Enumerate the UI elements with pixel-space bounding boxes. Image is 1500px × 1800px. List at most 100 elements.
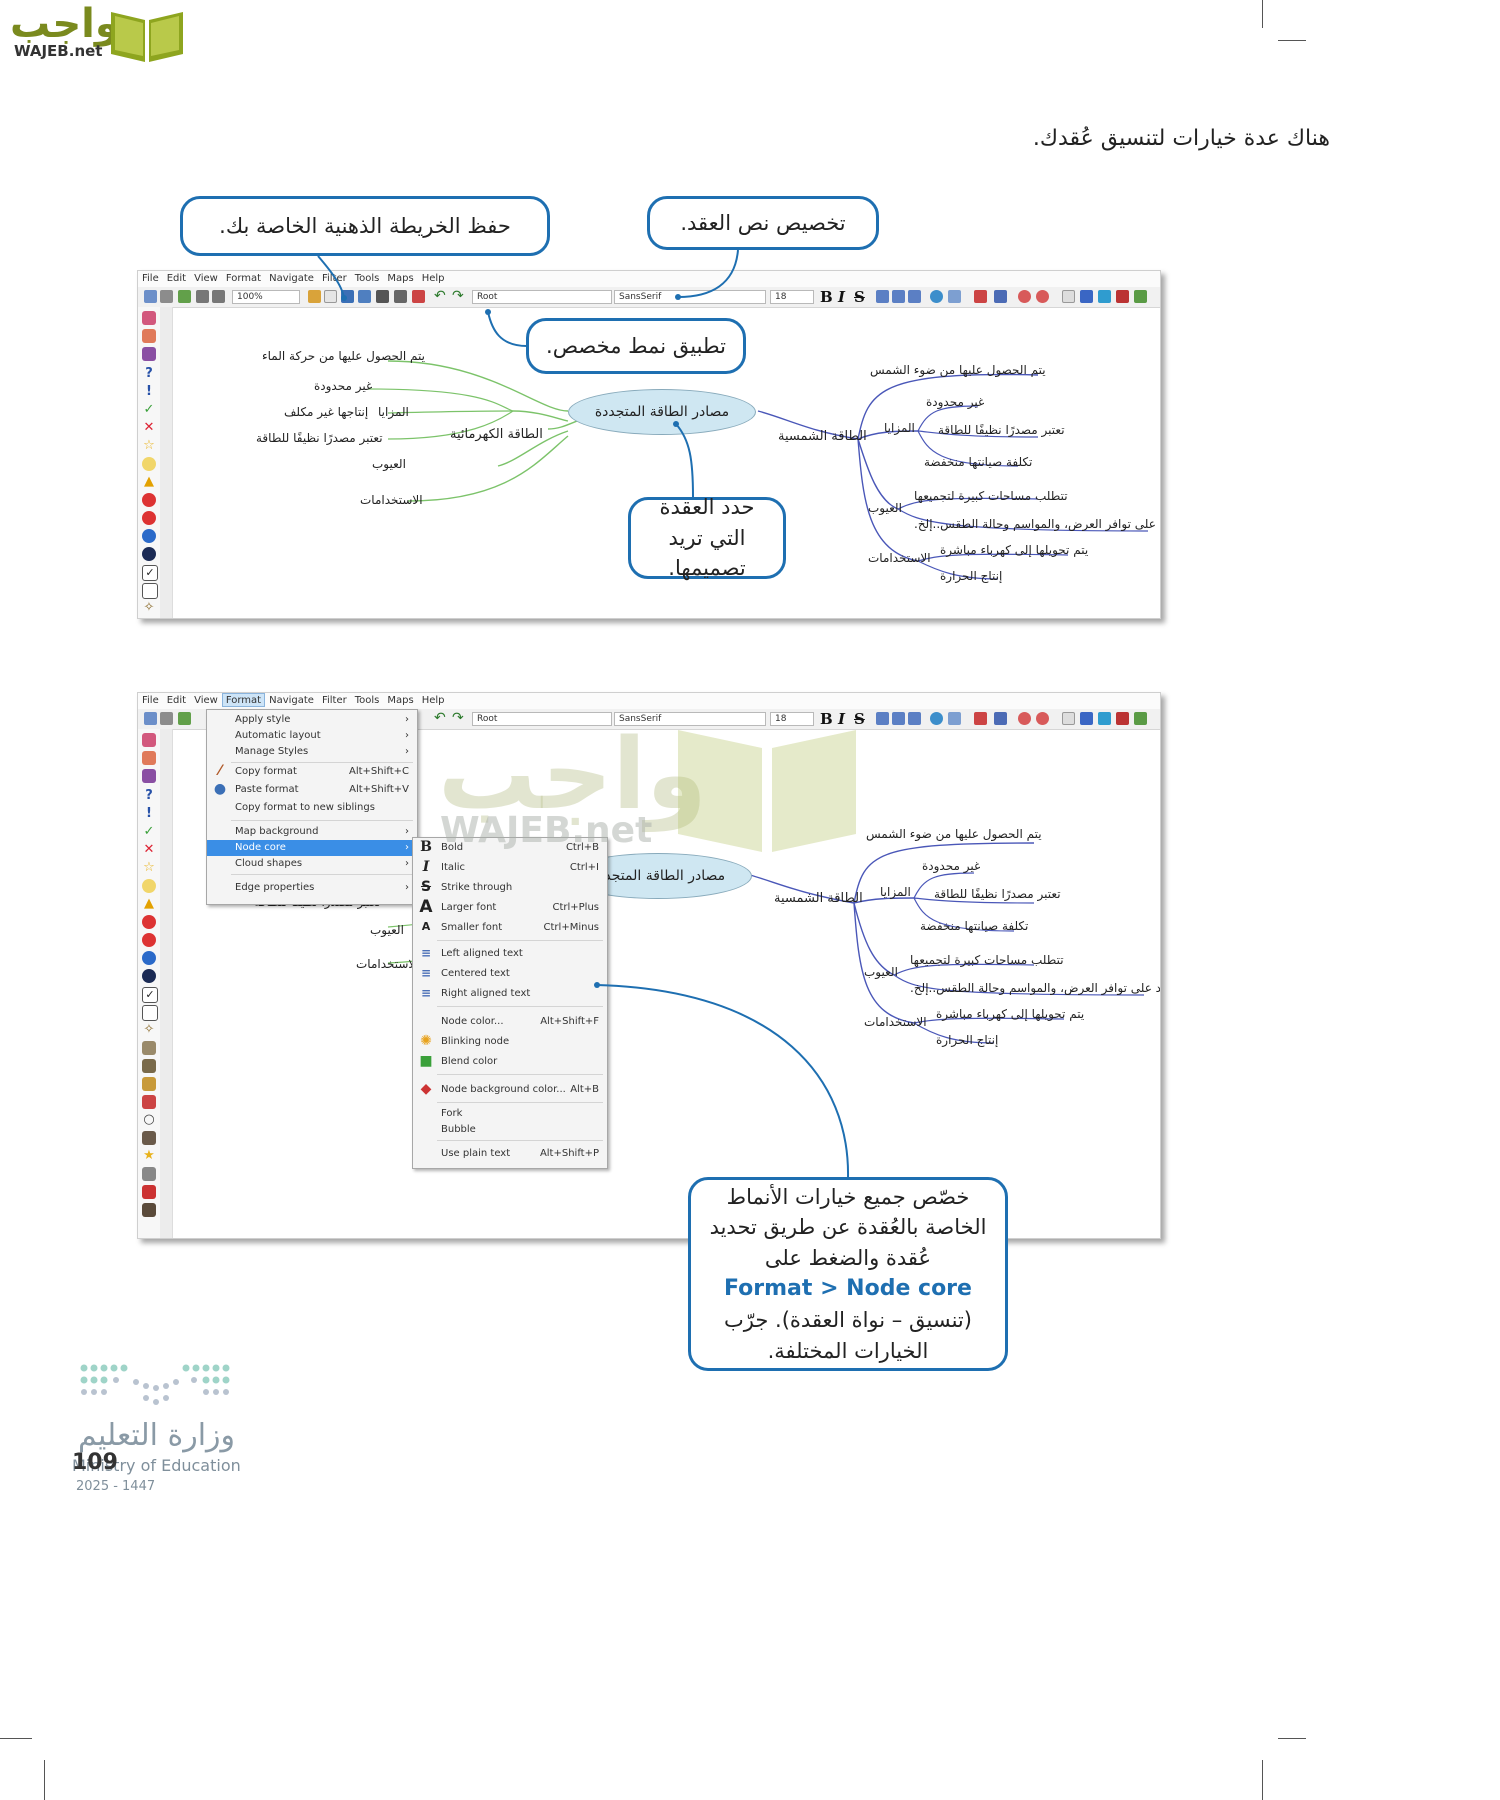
- menu-view[interactable]: View: [194, 695, 218, 706]
- font-family-select[interactable]: SansSerif: [614, 712, 766, 726]
- question-icon[interactable]: ?: [145, 366, 153, 381]
- toolbar-icon[interactable]: [212, 290, 225, 303]
- menu-item-centered[interactable]: ≡Centered text: [420, 966, 510, 980]
- style-select[interactable]: Root: [472, 290, 612, 304]
- flower-icon[interactable]: [142, 751, 156, 765]
- flower-icon[interactable]: [142, 311, 156, 325]
- gift-icon[interactable]: [142, 347, 156, 361]
- arrow-up-icon[interactable]: [1080, 290, 1093, 303]
- empty-box-icon[interactable]: [142, 583, 158, 599]
- menu-item-cloud-shapes[interactable]: Cloud shapes›: [207, 856, 417, 872]
- node-right-uses[interactable]: الاستخدامات: [864, 1015, 927, 1029]
- menu-navigate[interactable]: Navigate: [269, 273, 314, 284]
- add-child-icon[interactable]: [974, 290, 987, 303]
- menu-item-right-aligned[interactable]: ≡Right aligned text: [420, 986, 531, 1000]
- node-left-advantages[interactable]: المزايا: [378, 405, 409, 419]
- align-right-icon[interactable]: [908, 712, 921, 725]
- bulb-icon[interactable]: [142, 879, 156, 893]
- info-icon[interactable]: [142, 951, 156, 965]
- node-right-dis1[interactable]: تتطلب مساحات كبيرة لتجميعها: [914, 489, 1068, 503]
- circle-icon[interactable]: [142, 969, 156, 983]
- fold-icon[interactable]: [1018, 712, 1031, 725]
- vertical-scrollbar[interactable]: [160, 729, 173, 1238]
- node-left-disadvantages[interactable]: العيوب: [370, 923, 404, 937]
- navigate-forward-icon[interactable]: [160, 712, 173, 725]
- menu-item-apply-style[interactable]: Apply style›: [207, 712, 417, 728]
- edit-icon[interactable]: [1116, 290, 1129, 303]
- arrow-up-icon[interactable]: [1080, 712, 1093, 725]
- exclamation-icon[interactable]: !: [146, 384, 152, 399]
- star-icon[interactable]: ☆: [143, 860, 155, 875]
- filter-icon[interactable]: [1134, 712, 1147, 725]
- wand-icon[interactable]: ✧: [143, 600, 155, 615]
- menu-item-node-color[interactable]: Node color...Alt+Shift+F: [441, 1016, 599, 1027]
- node-right-advantages[interactable]: المزايا: [884, 421, 915, 435]
- vertical-scrollbar[interactable]: [160, 307, 173, 618]
- menu-item-blend-color[interactable]: ■Blend color: [419, 1053, 498, 1069]
- menu-filter[interactable]: Filter: [321, 695, 347, 706]
- undo-icon[interactable]: ↶: [434, 288, 446, 304]
- menu-navigate[interactable]: Navigate: [269, 695, 314, 706]
- music-icon[interactable]: [142, 1059, 156, 1073]
- align-left-icon[interactable]: [876, 290, 889, 303]
- star-icon[interactable]: ★: [143, 1148, 155, 1163]
- undo-icon[interactable]: ↶: [434, 710, 446, 726]
- menu-tools[interactable]: Tools: [354, 695, 380, 706]
- menu-item-left-aligned[interactable]: ≡Left aligned text: [420, 946, 523, 960]
- flower-icon[interactable]: [142, 733, 156, 747]
- align-center-icon[interactable]: [892, 290, 905, 303]
- italic-button[interactable]: I: [838, 288, 846, 306]
- connector-icon[interactable]: [948, 712, 961, 725]
- toolbar-icon[interactable]: [178, 712, 191, 725]
- pencil-icon[interactable]: [142, 1095, 156, 1109]
- connector-icon[interactable]: [948, 290, 961, 303]
- align-right-icon[interactable]: [908, 290, 921, 303]
- node-left-branch[interactable]: الطاقة الكهرمائية: [450, 427, 543, 442]
- arrow-down-icon[interactable]: [1098, 290, 1111, 303]
- stop-icon[interactable]: [142, 915, 156, 929]
- menu-item-copy-format-siblings[interactable]: Copy format to new siblings: [235, 802, 375, 813]
- menu-edit[interactable]: Edit: [166, 695, 187, 706]
- check-icon[interactable]: ✓: [143, 824, 155, 839]
- save-as-icon[interactable]: [358, 290, 371, 303]
- battery-icon[interactable]: [142, 1203, 156, 1217]
- menu-format[interactable]: Format: [221, 693, 266, 707]
- key-icon[interactable]: [142, 1077, 156, 1091]
- edge-icon[interactable]: [994, 712, 1007, 725]
- check-icon[interactable]: ✓: [143, 402, 155, 417]
- edit-icon[interactable]: [1116, 712, 1129, 725]
- menu-help[interactable]: Help: [421, 695, 445, 706]
- node-right-dis2[interactable]: تعتمد على توافر العرض، والمواسم وحالة ال…: [914, 517, 1161, 531]
- zoom-icon[interactable]: [1062, 712, 1075, 725]
- rocket-icon[interactable]: [142, 1185, 156, 1199]
- menu-item-blinking-node[interactable]: ✺Blinking node: [420, 1033, 510, 1049]
- node-right-dis1[interactable]: تتطلب مساحات كبيرة لتجميعها: [910, 953, 1064, 967]
- node-left-uses[interactable]: الاستخدامات: [356, 957, 419, 971]
- menu-item-automatic-layout[interactable]: Automatic layout›: [207, 728, 417, 744]
- menu-help[interactable]: Help: [421, 273, 445, 284]
- node-left-adv2[interactable]: إنتاجها غير مكلف: [284, 405, 369, 419]
- toolbar-icon[interactable]: [178, 290, 191, 303]
- node-left-uses[interactable]: الاستخدامات: [360, 493, 423, 507]
- menu-item-manage-styles[interactable]: Manage Styles›: [207, 744, 417, 760]
- print-icon[interactable]: [376, 290, 389, 303]
- menu-file[interactable]: File: [142, 695, 159, 706]
- menu-maps[interactable]: Maps: [387, 273, 414, 284]
- cross-icon[interactable]: ✕: [143, 420, 155, 435]
- gift-icon[interactable]: [142, 769, 156, 783]
- cloud-icon[interactable]: [930, 712, 943, 725]
- node-right-source[interactable]: يتم الحصول عليها من ضوء الشمس: [866, 827, 1042, 841]
- node-right-adv2[interactable]: تعتبر مصدرًا نظيفًا للطاقة: [934, 887, 1061, 901]
- wand-icon[interactable]: ✧: [143, 1022, 155, 1037]
- edge-icon[interactable]: [994, 290, 1007, 303]
- unfold-icon[interactable]: [1036, 290, 1049, 303]
- align-center-icon[interactable]: [892, 712, 905, 725]
- menu-view[interactable]: View: [194, 273, 218, 284]
- menu-maps[interactable]: Maps: [387, 695, 414, 706]
- node-right-use2[interactable]: إنتاج الحرارة: [940, 569, 1003, 583]
